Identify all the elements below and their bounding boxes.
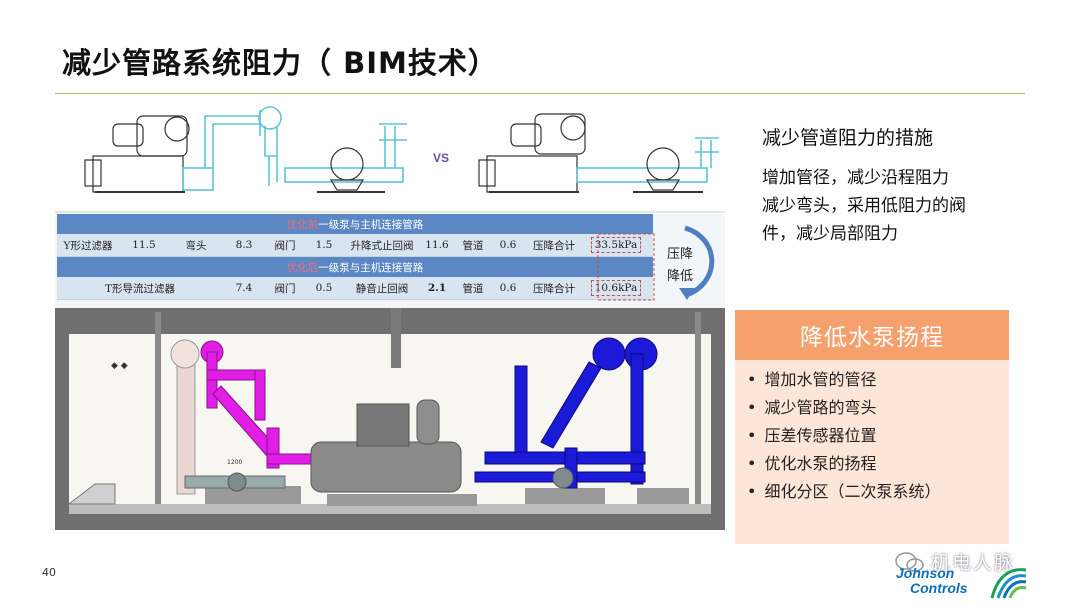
arrow-label-line-2: 降低 xyxy=(666,269,693,284)
table-cell: 11.6 xyxy=(425,239,449,251)
reduce-pump-head-list: 增加水管的管径 减少管路的弯头 压差传感器位置 优化水泵的扬程 细化分区（二次泵… xyxy=(735,360,1009,506)
pump-before xyxy=(317,147,385,193)
table-cell: T形导流过滤器 xyxy=(104,282,175,295)
before-head-text: 一级泵与主机连接管路 xyxy=(318,218,424,231)
highlight-frame xyxy=(597,233,655,301)
table-header-after: 优化后 一级泵与主机连接管路 xyxy=(57,257,653,277)
table-cell: 静音止回阀 xyxy=(355,282,409,295)
after-head-text: 一级泵与主机连接管路 xyxy=(318,261,424,274)
total-pressure-drop-before: 33.5kPa xyxy=(590,237,642,253)
table-cell: 管道 xyxy=(462,239,484,252)
table-cell: 阀门 xyxy=(274,239,296,252)
measures-line: 增加管径，减少沿程阻力 xyxy=(762,168,949,188)
list-item: 压差传感器位置 xyxy=(747,422,1009,450)
page-number: 40 xyxy=(42,566,56,579)
before-head-accent: 优化前 xyxy=(286,218,319,231)
pump-after xyxy=(633,147,703,193)
chat-bubble-icon xyxy=(895,551,924,572)
bim-comparison-panel: VS 优化前 一级泵与主机连接管路 Y形过滤器 11.5 弯头 8.3 阀门 1… xyxy=(55,96,725,308)
schematic-illustration xyxy=(55,106,725,213)
pressure-drop-table: 优化前 一级泵与主机连接管路 Y形过滤器 11.5 弯头 8.3 阀门 1.5 … xyxy=(57,214,655,301)
table-cell: 阀门 xyxy=(274,282,296,295)
table-cell: 0.6 xyxy=(499,239,517,251)
pipework-before xyxy=(182,106,407,191)
table-cell: 弯头 xyxy=(185,239,207,252)
table-cell: 1.5 xyxy=(315,239,333,251)
list-item: 增加水管的管径 xyxy=(747,366,1009,394)
decrease-arrow-icon xyxy=(679,225,715,300)
after-head-accent: 优化后 xyxy=(286,261,319,274)
list-item: 减少管路的弯头 xyxy=(747,394,1009,422)
measures-line: 件，减少局部阻力 xyxy=(762,224,898,244)
table-cell: 8.3 xyxy=(235,239,253,251)
watermark-text: 机电人脉 xyxy=(931,552,1016,574)
pipework-after xyxy=(576,137,719,183)
watermark: 机电人脉 xyxy=(895,548,1015,575)
list-item: 优化水泵的扬程 xyxy=(747,450,1009,478)
johnson-controls-logo: Johnson Controls xyxy=(896,566,1046,602)
title-divider xyxy=(55,93,1025,94)
measures-title: 减少管道阻力的措施 xyxy=(762,127,934,149)
table-cell: 压降合计 xyxy=(533,282,575,295)
vs-label: VS xyxy=(433,151,450,165)
total-pressure-drop-after: 10.6kPa xyxy=(590,280,642,296)
table-cell: 管道 xyxy=(462,282,484,295)
logo-line-1: Johnson xyxy=(896,565,955,581)
pipe-schematic-drawing: VS xyxy=(55,96,725,214)
table-row-after: T形导流过滤器 7.4 阀门 0.5 静音止回阀 2.1 管道 0.6 压降合计… xyxy=(57,277,653,300)
table-cell: 11.5 xyxy=(132,239,156,251)
chiller-before xyxy=(84,115,190,193)
logo-line-2: Controls xyxy=(910,580,968,596)
measures-text: 增加管径，减少沿程阻力 减少弯头，采用低阻力的阀 件，减少局部阻力 xyxy=(762,164,1022,248)
reduce-pump-head-title: 降低水泵扬程 xyxy=(735,310,1009,360)
chiller-after xyxy=(478,113,586,193)
table-row-before: Y形过滤器 11.5 弯头 8.3 阀门 1.5 升降式止回阀 11.6 管道 … xyxy=(57,234,653,257)
logo-wordmark: Johnson Controls xyxy=(896,566,968,596)
table-cell: 7.4 xyxy=(235,282,253,294)
arrow-label-line-1: 压降 xyxy=(666,247,693,262)
pressure-drop-label: 压降 降低 xyxy=(665,244,695,288)
measures-line: 减少弯头，采用低阻力的阀 xyxy=(762,196,966,216)
table-header-before: 优化前 一级泵与主机连接管路 xyxy=(57,214,653,234)
svg-text:1200: 1200 xyxy=(227,459,242,466)
list-item: 细化分区（二次泵系统） xyxy=(747,478,1009,506)
table-cell: 0.5 xyxy=(315,282,333,294)
slide-title: 减少管路系统阻力（ BIM技术） xyxy=(62,46,498,80)
pump-room-illustration: ◆ ◆ 1200 xyxy=(55,308,725,530)
svg-text:◆ ◆: ◆ ◆ xyxy=(111,361,128,371)
table-cell: 2.1 xyxy=(427,282,447,294)
table-cell: 升降式止回阀 xyxy=(350,239,414,252)
logo-swirl-icon xyxy=(990,568,1027,599)
bim-pump-room-render: ◆ ◆ 1200 xyxy=(55,308,725,530)
reduce-pump-head-box: 降低水泵扬程 增加水管的管径 减少管路的弯头 压差传感器位置 优化水泵的扬程 细… xyxy=(735,310,1009,544)
table-cell: Y形过滤器 xyxy=(63,239,113,252)
table-cell: 0.6 xyxy=(499,282,517,294)
table-cell: 压降合计 xyxy=(533,239,575,252)
